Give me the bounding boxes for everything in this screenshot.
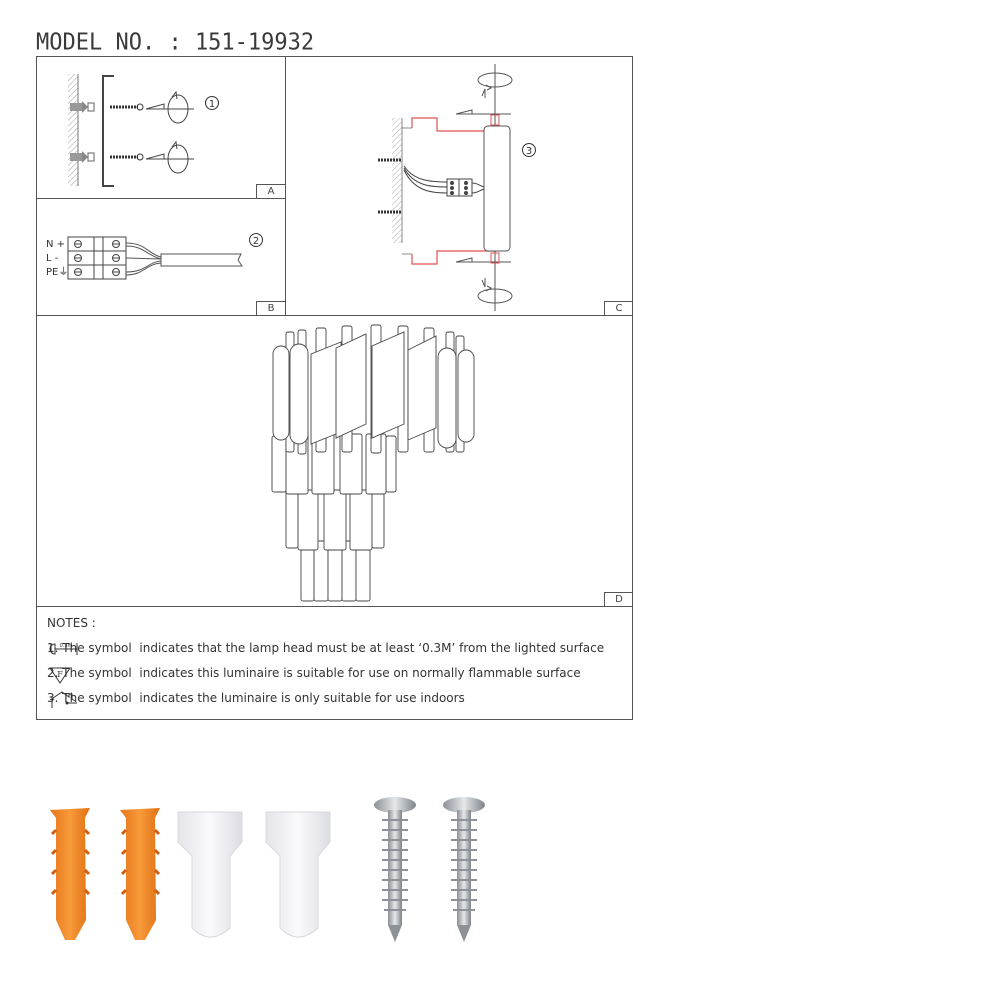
assembly-diagram: 3	[378, 64, 536, 311]
panel-tag: D	[604, 592, 633, 606]
step-number: 2	[253, 236, 259, 247]
lamp-line-drawing	[271, 324, 475, 602]
panel-tag: A	[256, 184, 285, 198]
terminal-label-pe: PE⏚	[46, 266, 68, 278]
note-text: indicates the luminaire is only suitable…	[139, 691, 465, 705]
step-number-circle	[205, 96, 219, 110]
panel-a-mounting: 1 A	[36, 56, 286, 199]
svg-text:F: F	[57, 670, 63, 679]
panel-tag: C	[604, 301, 633, 315]
svg-text:0.3m: 0.3m	[60, 643, 73, 649]
step-number: 3	[526, 146, 532, 157]
wire-connector-cap	[265, 811, 331, 938]
rotate-arrow-icon	[145, 140, 194, 174]
step-number-circle	[522, 143, 536, 157]
model-number-title: MODEL NO. : 151-19932	[36, 29, 315, 56]
wall-plug-orange	[50, 808, 91, 940]
screw-icon	[110, 153, 144, 161]
note-prefix: 2. The symbol	[47, 666, 132, 680]
panel-d-lamp-drawing: D	[36, 316, 633, 607]
instruction-sheet-border	[36, 56, 633, 720]
screw-icon	[110, 103, 144, 111]
rotate-arrow-icon	[455, 64, 513, 126]
wires	[403, 165, 485, 194]
wall-plug-icon	[70, 151, 95, 163]
wall-hatch	[68, 74, 78, 186]
panel-b-wiring: N + L - PE⏚ 2 B	[36, 199, 286, 316]
terminal-label-l: L -	[46, 253, 59, 264]
crystal-tier-third	[285, 489, 385, 551]
wall-plug-icon	[70, 101, 95, 113]
note-text: indicates this luminaire is suitable for…	[139, 666, 581, 680]
wall-plug-orange	[120, 808, 161, 940]
terminal-wiring-diagram: N + L - PE⏚ 2	[46, 233, 263, 280]
panel-c-assembly: 3 C	[286, 56, 633, 316]
screw-metal	[374, 797, 416, 942]
mounting-diagram: 1	[68, 74, 219, 187]
bracket	[102, 75, 114, 187]
accessories-row	[30, 780, 550, 950]
bracket-outline-red	[411, 117, 496, 132]
wire-connector-cap	[177, 811, 243, 938]
notes-heading: NOTES :	[47, 616, 96, 630]
lamp-body	[483, 125, 511, 252]
step-number-circle	[249, 233, 263, 247]
note-item: 1. The symbol 0.3m indicates that the la…	[47, 641, 604, 655]
terminal-label-n: N +	[46, 239, 65, 250]
screw-metal	[443, 797, 485, 942]
rotate-arrow-icon	[455, 251, 513, 311]
note-item: 3. The symbol indicates the luminaire is…	[47, 691, 465, 708]
crystal-tier-bottom	[300, 540, 371, 602]
step-number: 1	[209, 99, 215, 110]
note-prefix: 1. The symbol	[47, 641, 132, 655]
note-prefix: 3. The symbol	[47, 691, 132, 705]
rotate-arrow-icon	[145, 90, 194, 124]
note-text: indicates that the lamp head must be at …	[139, 641, 605, 655]
note-item: 2. The symbol F indicates this luminaire…	[47, 666, 581, 684]
notes-panel: NOTES : 1. The symbol 0.3m indicates tha…	[36, 607, 633, 720]
panel-tag: B	[256, 301, 285, 315]
wire-bundle	[125, 242, 243, 276]
wall-hatch	[392, 118, 402, 243]
crystal-tier-top	[272, 324, 475, 455]
